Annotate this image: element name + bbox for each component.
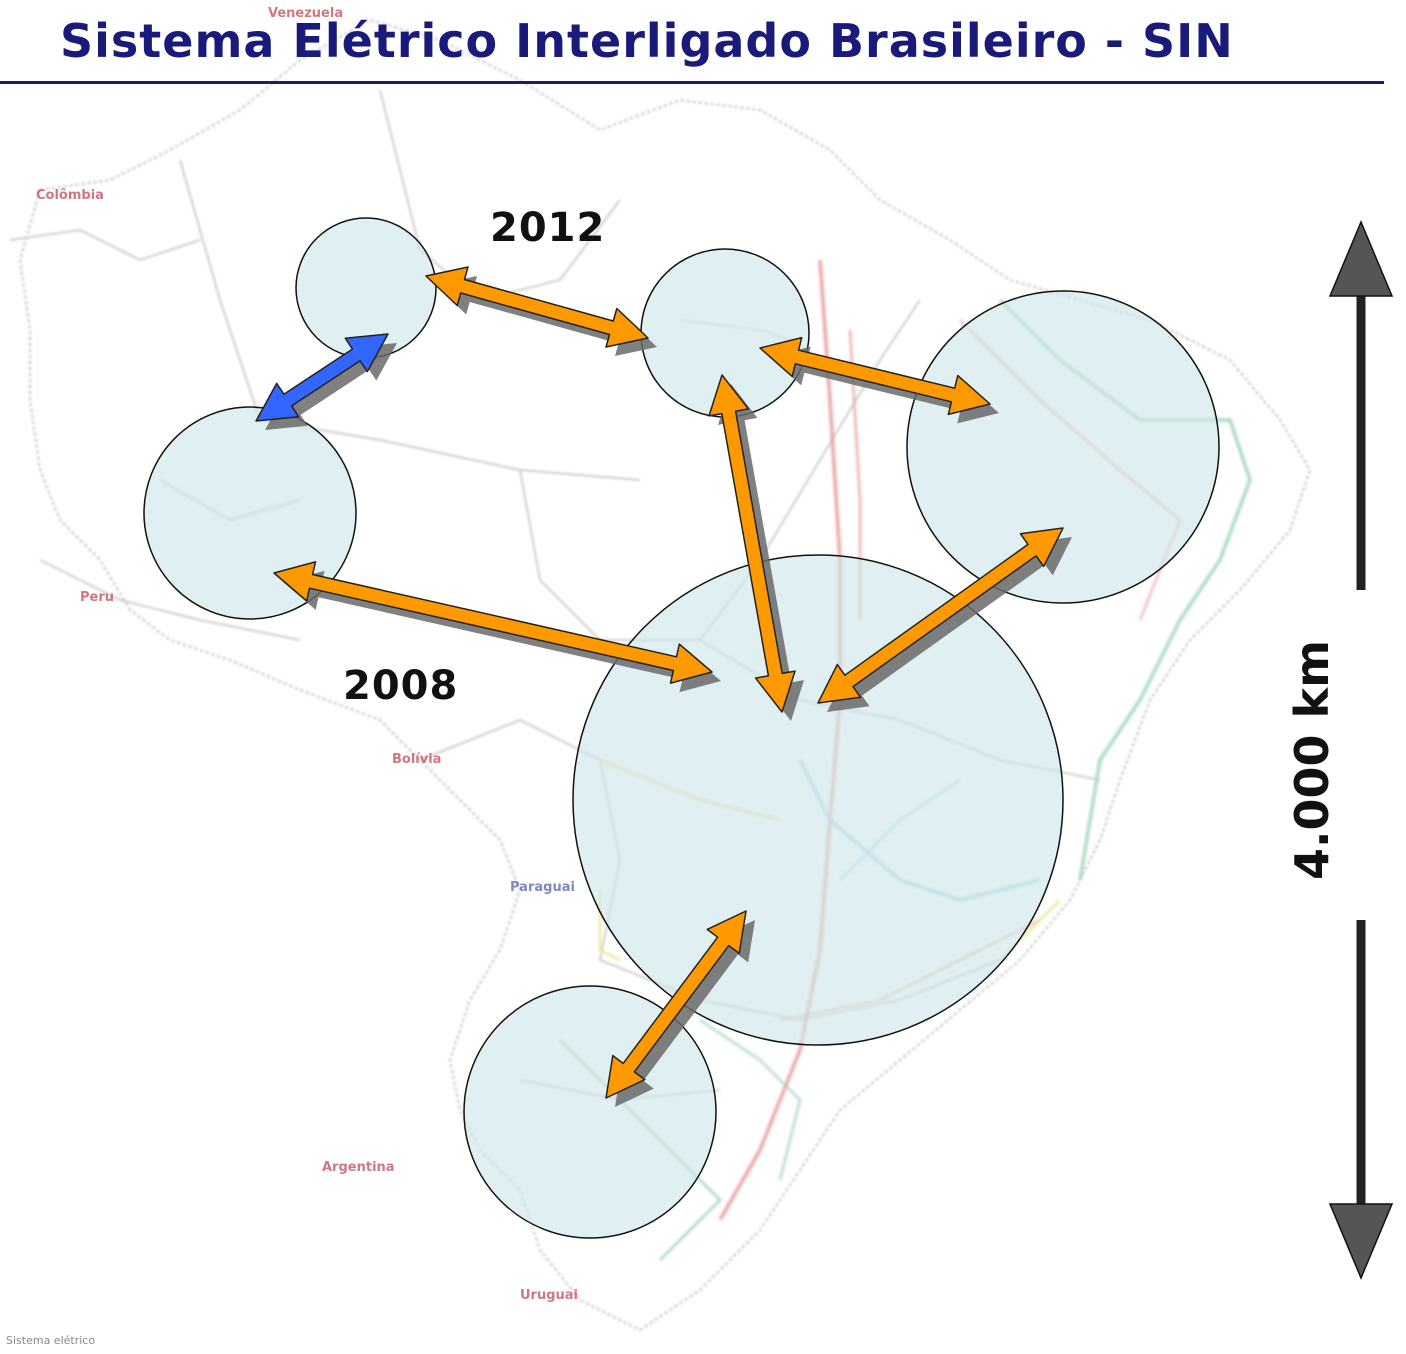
scale-arrowhead-down	[1328, 1203, 1394, 1280]
arrow-southeast-south	[605, 910, 747, 1099]
place-label-venezuela: Venezuela	[268, 6, 344, 21]
arrow-northeast-southeast	[817, 527, 1064, 704]
arrow-north-northeast	[759, 336, 991, 416]
arrow-northwest-acre	[255, 333, 389, 422]
distance-label: 4.000 km	[1282, 640, 1342, 880]
place-label-uruguai: Uruguai	[520, 1288, 579, 1303]
year-label-2008: 2008	[343, 663, 459, 709]
regions	[143, 217, 1220, 1239]
scale-arrowhead-up	[1328, 220, 1394, 297]
arrow-southeast-south-shadow	[615, 920, 755, 1107]
brazil-border	[18, 18, 1312, 1332]
interconnection-arrows	[255, 266, 1072, 1107]
map-footnote: Sistema elétrico	[6, 1334, 96, 1347]
distance-scale-arrow	[1328, 220, 1394, 1280]
title-underline	[0, 81, 1384, 84]
page-title: Sistema Elétrico Interligado Brasileiro …	[60, 14, 1234, 68]
arrow-acre-southeast	[273, 561, 713, 684]
place-label-paraguai: Paraguai	[510, 880, 575, 895]
arrow-northeast-southeast-shadow	[827, 537, 1072, 712]
year-label-2012: 2012	[490, 205, 606, 251]
place-label-argentina: Argentina	[322, 1160, 395, 1175]
place-label-colombia: Colômbia	[36, 188, 104, 203]
arrow-northwest-north	[425, 266, 649, 348]
arrow-north-southeast	[708, 374, 796, 713]
region-northeast	[906, 290, 1220, 604]
place-label-bolivia: Bolívia	[392, 752, 442, 767]
distance-text: 4.000 km	[1285, 639, 1339, 881]
region-southeast-centerwest	[572, 554, 1064, 1046]
place-label-peru: Peru	[80, 590, 115, 605]
